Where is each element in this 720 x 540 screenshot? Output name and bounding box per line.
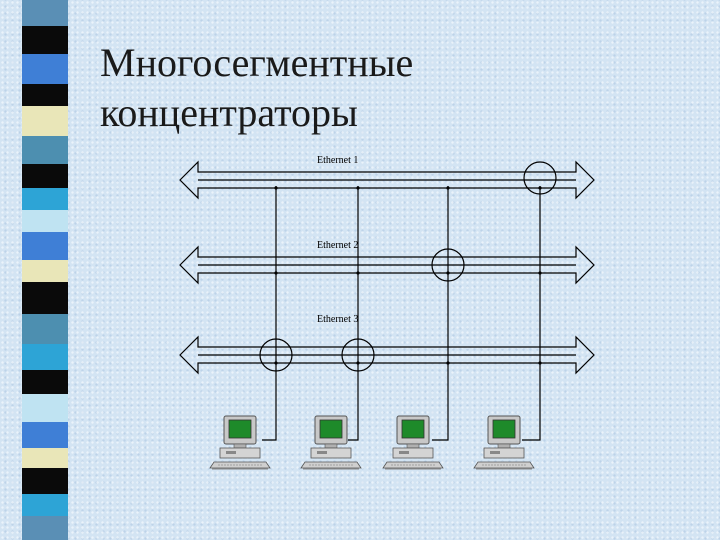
bus-label-ethernet-1: Ethernet 1 [317, 155, 358, 166]
drop-lines [262, 186, 541, 441]
connection-marker-pc3-bus2 [431, 248, 465, 282]
computer-1 [209, 415, 271, 470]
bus-ethernet-3: Ethernet 3 [179, 314, 595, 375]
decorative-stripe-bar [22, 0, 68, 540]
title-line-1: Многосегментные [100, 40, 414, 85]
bus-label-ethernet-3: Ethernet 3 [317, 314, 358, 325]
connection-marker-pc1-bus3 [259, 338, 293, 372]
computer-icon [300, 415, 362, 470]
title-line-2: концентраторы [100, 90, 358, 135]
bus-ethernet-2: Ethernet 2 [179, 240, 595, 285]
slide-title: Многосегментные концентраторы [100, 38, 413, 138]
computer-2 [300, 415, 362, 470]
bus-ethernet-1: Ethernet 1 [179, 155, 595, 200]
connection-marker-pc4-bus1 [523, 161, 557, 195]
computer-4 [473, 415, 535, 470]
computer-icon [473, 415, 535, 470]
computer-icon [209, 415, 271, 470]
computer-3 [382, 415, 444, 470]
drop-line-2 [348, 186, 359, 441]
connection-marker-pc2-bus3 [341, 338, 375, 372]
connection-markers [259, 161, 557, 372]
computer-icon [382, 415, 444, 470]
drop-line-1 [262, 186, 277, 441]
bus-label-ethernet-2: Ethernet 2 [317, 240, 358, 251]
drop-line-3 [432, 186, 449, 441]
drop-line-4 [522, 186, 541, 441]
tap-points [274, 186, 542, 365]
